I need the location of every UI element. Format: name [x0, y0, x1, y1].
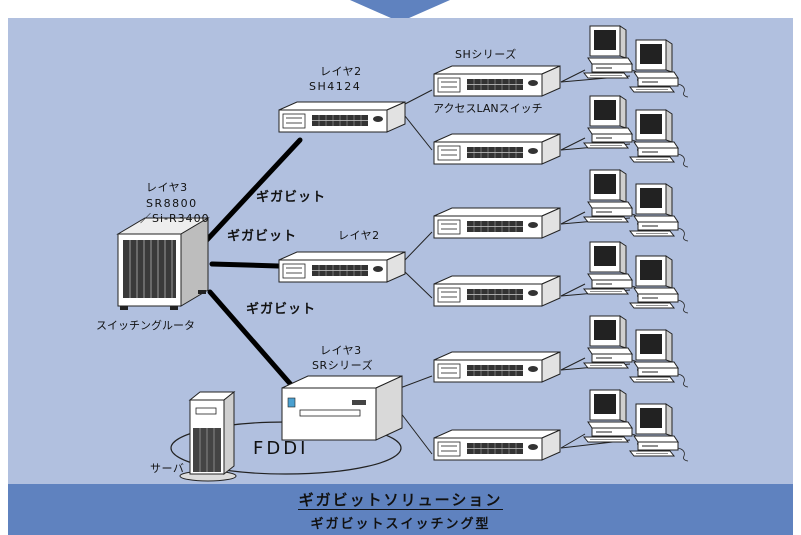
label-layer3-core: レイヤ3	[146, 181, 188, 194]
desktop-pc-icon	[629, 403, 689, 462]
label-layer3-sr: レイヤ3	[320, 344, 362, 357]
desktop-pc-icon	[583, 315, 643, 374]
lan-switch-icon	[433, 207, 561, 239]
label-fddi: FDDI	[253, 438, 309, 459]
switching-router-icon	[116, 217, 210, 310]
desktop-pc-icon	[583, 25, 643, 84]
sr-series-router-icon	[281, 375, 403, 441]
desktop-pc-icon	[583, 95, 643, 154]
lan-switch-icon	[433, 429, 561, 461]
lan-switch-icon	[433, 275, 561, 307]
label-sr8800: SR8800	[146, 197, 198, 210]
desktop-pc-icon	[629, 255, 689, 314]
label-si-r3400: ／Si-R3400	[140, 212, 210, 225]
server-tower-icon	[179, 390, 237, 482]
footer-title: ギガビットソリューション	[298, 491, 503, 509]
label-access-lan-switch: アクセスLANスイッチ	[433, 102, 543, 115]
label-server: サーバ	[150, 462, 185, 475]
lan-switch-icon	[433, 351, 561, 383]
gigabit-trunks	[202, 137, 303, 398]
label-gigabit-2: ギガビット	[227, 229, 298, 244]
label-gigabit-3: ギガビット	[246, 302, 317, 317]
label-sh-series: SHシリーズ	[455, 48, 517, 61]
lan-switch-icon	[278, 101, 406, 133]
lan-switch-icon	[433, 65, 561, 97]
label-switching-router: スイッチングルータ	[96, 319, 195, 332]
footer-divider	[298, 509, 503, 510]
desktop-pc-icon	[583, 389, 643, 448]
desktop-pc-icon	[629, 109, 689, 168]
desktop-pc-icon	[629, 329, 689, 388]
label-sr-series: SRシリーズ	[312, 359, 374, 372]
label-sh4124: SH4124	[309, 80, 362, 93]
desktop-pc-icon	[583, 241, 643, 300]
lan-switch-icon	[278, 251, 406, 283]
label-layer2-mid: レイヤ2	[338, 229, 380, 242]
label-gigabit-1: ギガビット	[256, 190, 327, 205]
desktop-pc-icon	[583, 169, 643, 228]
down-arrow-icon	[350, 0, 450, 22]
desktop-pc-icon	[629, 183, 689, 242]
footer-subtitle: ギガビットスイッチング型	[310, 517, 491, 532]
label-layer2-top: レイヤ2	[320, 65, 362, 78]
desktop-pc-icon	[629, 39, 689, 98]
lan-switch-icon	[433, 133, 561, 165]
